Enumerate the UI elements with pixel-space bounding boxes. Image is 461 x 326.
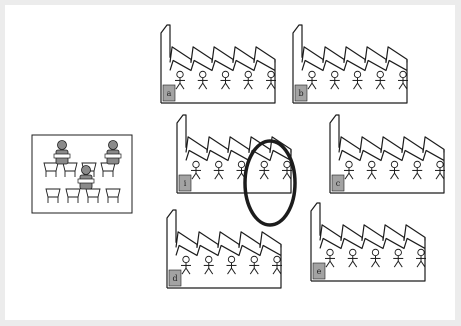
factory-label: a (162, 84, 176, 102)
roof-inner-line (185, 149, 292, 162)
factory-label: b (294, 84, 308, 102)
factory-wall (161, 59, 276, 104)
chair (105, 188, 121, 203)
seated-person (53, 140, 71, 165)
roof-inner-line (319, 237, 426, 250)
chimney (160, 24, 171, 103)
factory-label-text: b (298, 89, 303, 98)
roof-inner-line (301, 59, 408, 72)
chimney (166, 209, 177, 288)
factory-c: c (329, 114, 445, 194)
chimney (310, 202, 321, 281)
factory-label-text: a (167, 89, 172, 98)
factory-wall (330, 149, 445, 194)
chimney (292, 24, 303, 103)
factory-i: i (176, 114, 292, 194)
diagram-canvas: a b i c d e (5, 5, 455, 320)
factory-b: b (292, 24, 408, 104)
factory-e: e (310, 202, 426, 282)
sawtooth-roof (169, 46, 276, 64)
factory-label-text: d (172, 274, 177, 283)
roof-inner-line (175, 244, 282, 257)
sawtooth-roof (319, 224, 426, 242)
chair (45, 188, 61, 203)
factory-wall (293, 59, 408, 104)
factory-d: d (166, 209, 282, 289)
factory-a: a (160, 24, 276, 104)
sawtooth-roof (338, 136, 445, 154)
factory-label: d (168, 269, 182, 287)
seated-person (104, 140, 122, 165)
factory-label-text: c (336, 179, 341, 188)
factory-label: e (312, 262, 326, 280)
chair (62, 162, 78, 177)
sawtooth-roof (175, 231, 282, 249)
factory-wall (177, 149, 292, 194)
factory-label: c (331, 174, 345, 192)
factory-wall (311, 237, 426, 282)
chair (43, 162, 59, 177)
classroom-box (31, 134, 133, 214)
seated-person (77, 165, 95, 190)
chimney (176, 114, 187, 193)
sawtooth-roof (185, 136, 292, 154)
roof-inner-line (169, 59, 276, 72)
chimney (329, 114, 340, 193)
chair (65, 188, 81, 203)
factory-label-text: i (184, 179, 187, 188)
factories-diagram: a b i c d e (31, 24, 445, 289)
roof-inner-line (338, 149, 445, 162)
factory-label-text: e (317, 267, 322, 276)
chair (85, 188, 101, 203)
factory-label: i (178, 174, 192, 192)
factory-wall (167, 244, 282, 289)
sawtooth-roof (301, 46, 408, 64)
highlight-ellipse (243, 139, 297, 227)
